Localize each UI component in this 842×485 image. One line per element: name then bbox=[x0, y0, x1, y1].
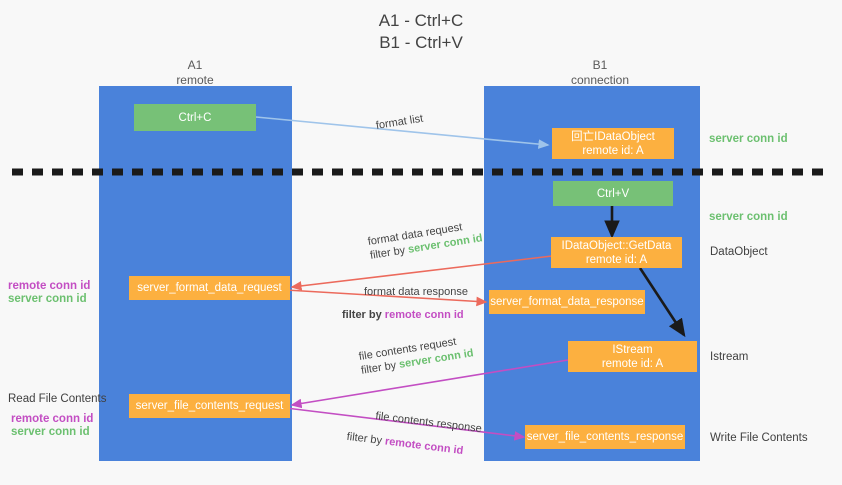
edge-label-format-data-response-line2: filter by remote conn id bbox=[342, 308, 468, 322]
node-server-file-contents-response[interactable]: server_file_contents_response bbox=[525, 425, 685, 449]
node-server-format-data-request[interactable]: server_format_data_request bbox=[129, 276, 290, 300]
node-server-file-contents-request[interactable]: server_file_contents_request bbox=[129, 394, 290, 418]
column-header-b1: B1 connection bbox=[520, 58, 680, 88]
label-server-conn-id-mid-right: server conn id bbox=[709, 211, 788, 223]
label-server-conn-id-upper-left: server conn id bbox=[8, 293, 87, 305]
column-header-a1-sub: remote bbox=[176, 73, 214, 87]
node-idataobject[interactable]: 回亡IDataObject remote id: A bbox=[552, 128, 674, 159]
label-dataobject: DataObject bbox=[710, 246, 768, 258]
node-idataobject-line1: 回亡IDataObject bbox=[571, 130, 655, 143]
edge-label-file-contents-response-key: remote conn id bbox=[384, 435, 464, 457]
label-server-conn-id-lower-left: server conn id bbox=[11, 426, 90, 438]
node-server-format-data-response[interactable]: server_format_data_response bbox=[489, 290, 645, 314]
node-ctrl-c-label: Ctrl+C bbox=[178, 111, 212, 124]
node-getdata-line2: remote id: A bbox=[585, 253, 648, 266]
title-line-1: A1 - Ctrl+C bbox=[378, 11, 464, 30]
node-idataobject-getdata[interactable]: IDataObject::GetData remote id: A bbox=[551, 237, 682, 268]
label-remote-conn-id-lower-left: remote conn id bbox=[11, 413, 94, 425]
column-header-b1-sub: connection bbox=[570, 73, 630, 87]
title-line-2: B1 - Ctrl+V bbox=[379, 33, 463, 52]
column-header-b1-name: B1 bbox=[592, 58, 608, 72]
edge-label-format-data-response: format data response filter by remote co… bbox=[342, 285, 468, 322]
label-write-file-contents: Write File Contents bbox=[710, 432, 808, 444]
page-title: A1 - Ctrl+C B1 - Ctrl+V bbox=[0, 10, 842, 54]
column-header-a1-name: A1 bbox=[187, 58, 203, 72]
edge-label-file-contents-response-line2: filter by remote conn id bbox=[346, 430, 480, 460]
node-server-format-data-response-label: server_format_data_response bbox=[490, 296, 644, 308]
edge-label-file-contents-response-line1: file contents response bbox=[374, 410, 483, 436]
node-ctrl-c[interactable]: Ctrl+C bbox=[134, 104, 256, 131]
edge-label-file-contents-request: file contents request filter by server c… bbox=[358, 332, 475, 377]
label-read-file-contents: Read File Contents bbox=[8, 393, 107, 405]
node-server-format-data-request-label: server_format_data_request bbox=[137, 282, 282, 294]
node-getdata-line1: IDataObject::GetData bbox=[561, 239, 672, 252]
node-ctrl-v[interactable]: Ctrl+V bbox=[553, 181, 673, 206]
node-server-file-contents-response-label: server_file_contents_response bbox=[526, 431, 684, 443]
edge-label-format-list: format list bbox=[375, 112, 425, 132]
edge-label-format-data-response-prefix: filter by bbox=[342, 309, 385, 321]
node-idataobject-line2: remote id: A bbox=[582, 144, 644, 157]
node-ctrl-v-label: Ctrl+V bbox=[596, 187, 630, 200]
edge-label-file-contents-response: file contents response filter by remote … bbox=[346, 409, 483, 460]
label-istream: Istream bbox=[710, 351, 749, 363]
edge-label-file-contents-response-prefix: filter by bbox=[346, 430, 386, 448]
node-istream-line2: remote id: A bbox=[601, 357, 664, 370]
label-remote-conn-id-upper-left: remote conn id bbox=[8, 280, 91, 292]
edge-label-format-data-response-line1: format data response bbox=[364, 286, 468, 298]
node-istream-line1: IStream bbox=[612, 343, 653, 356]
column-header-a1: A1 remote bbox=[115, 58, 275, 88]
label-server-conn-id-top-right: server conn id bbox=[709, 133, 788, 145]
node-server-file-contents-request-label: server_file_contents_request bbox=[135, 400, 284, 412]
edge-label-format-data-response-key: remote conn id bbox=[384, 309, 464, 321]
node-istream[interactable]: IStream remote id: A bbox=[568, 341, 697, 372]
edge-label-format-data-request: format data request filter by server con… bbox=[367, 217, 484, 262]
